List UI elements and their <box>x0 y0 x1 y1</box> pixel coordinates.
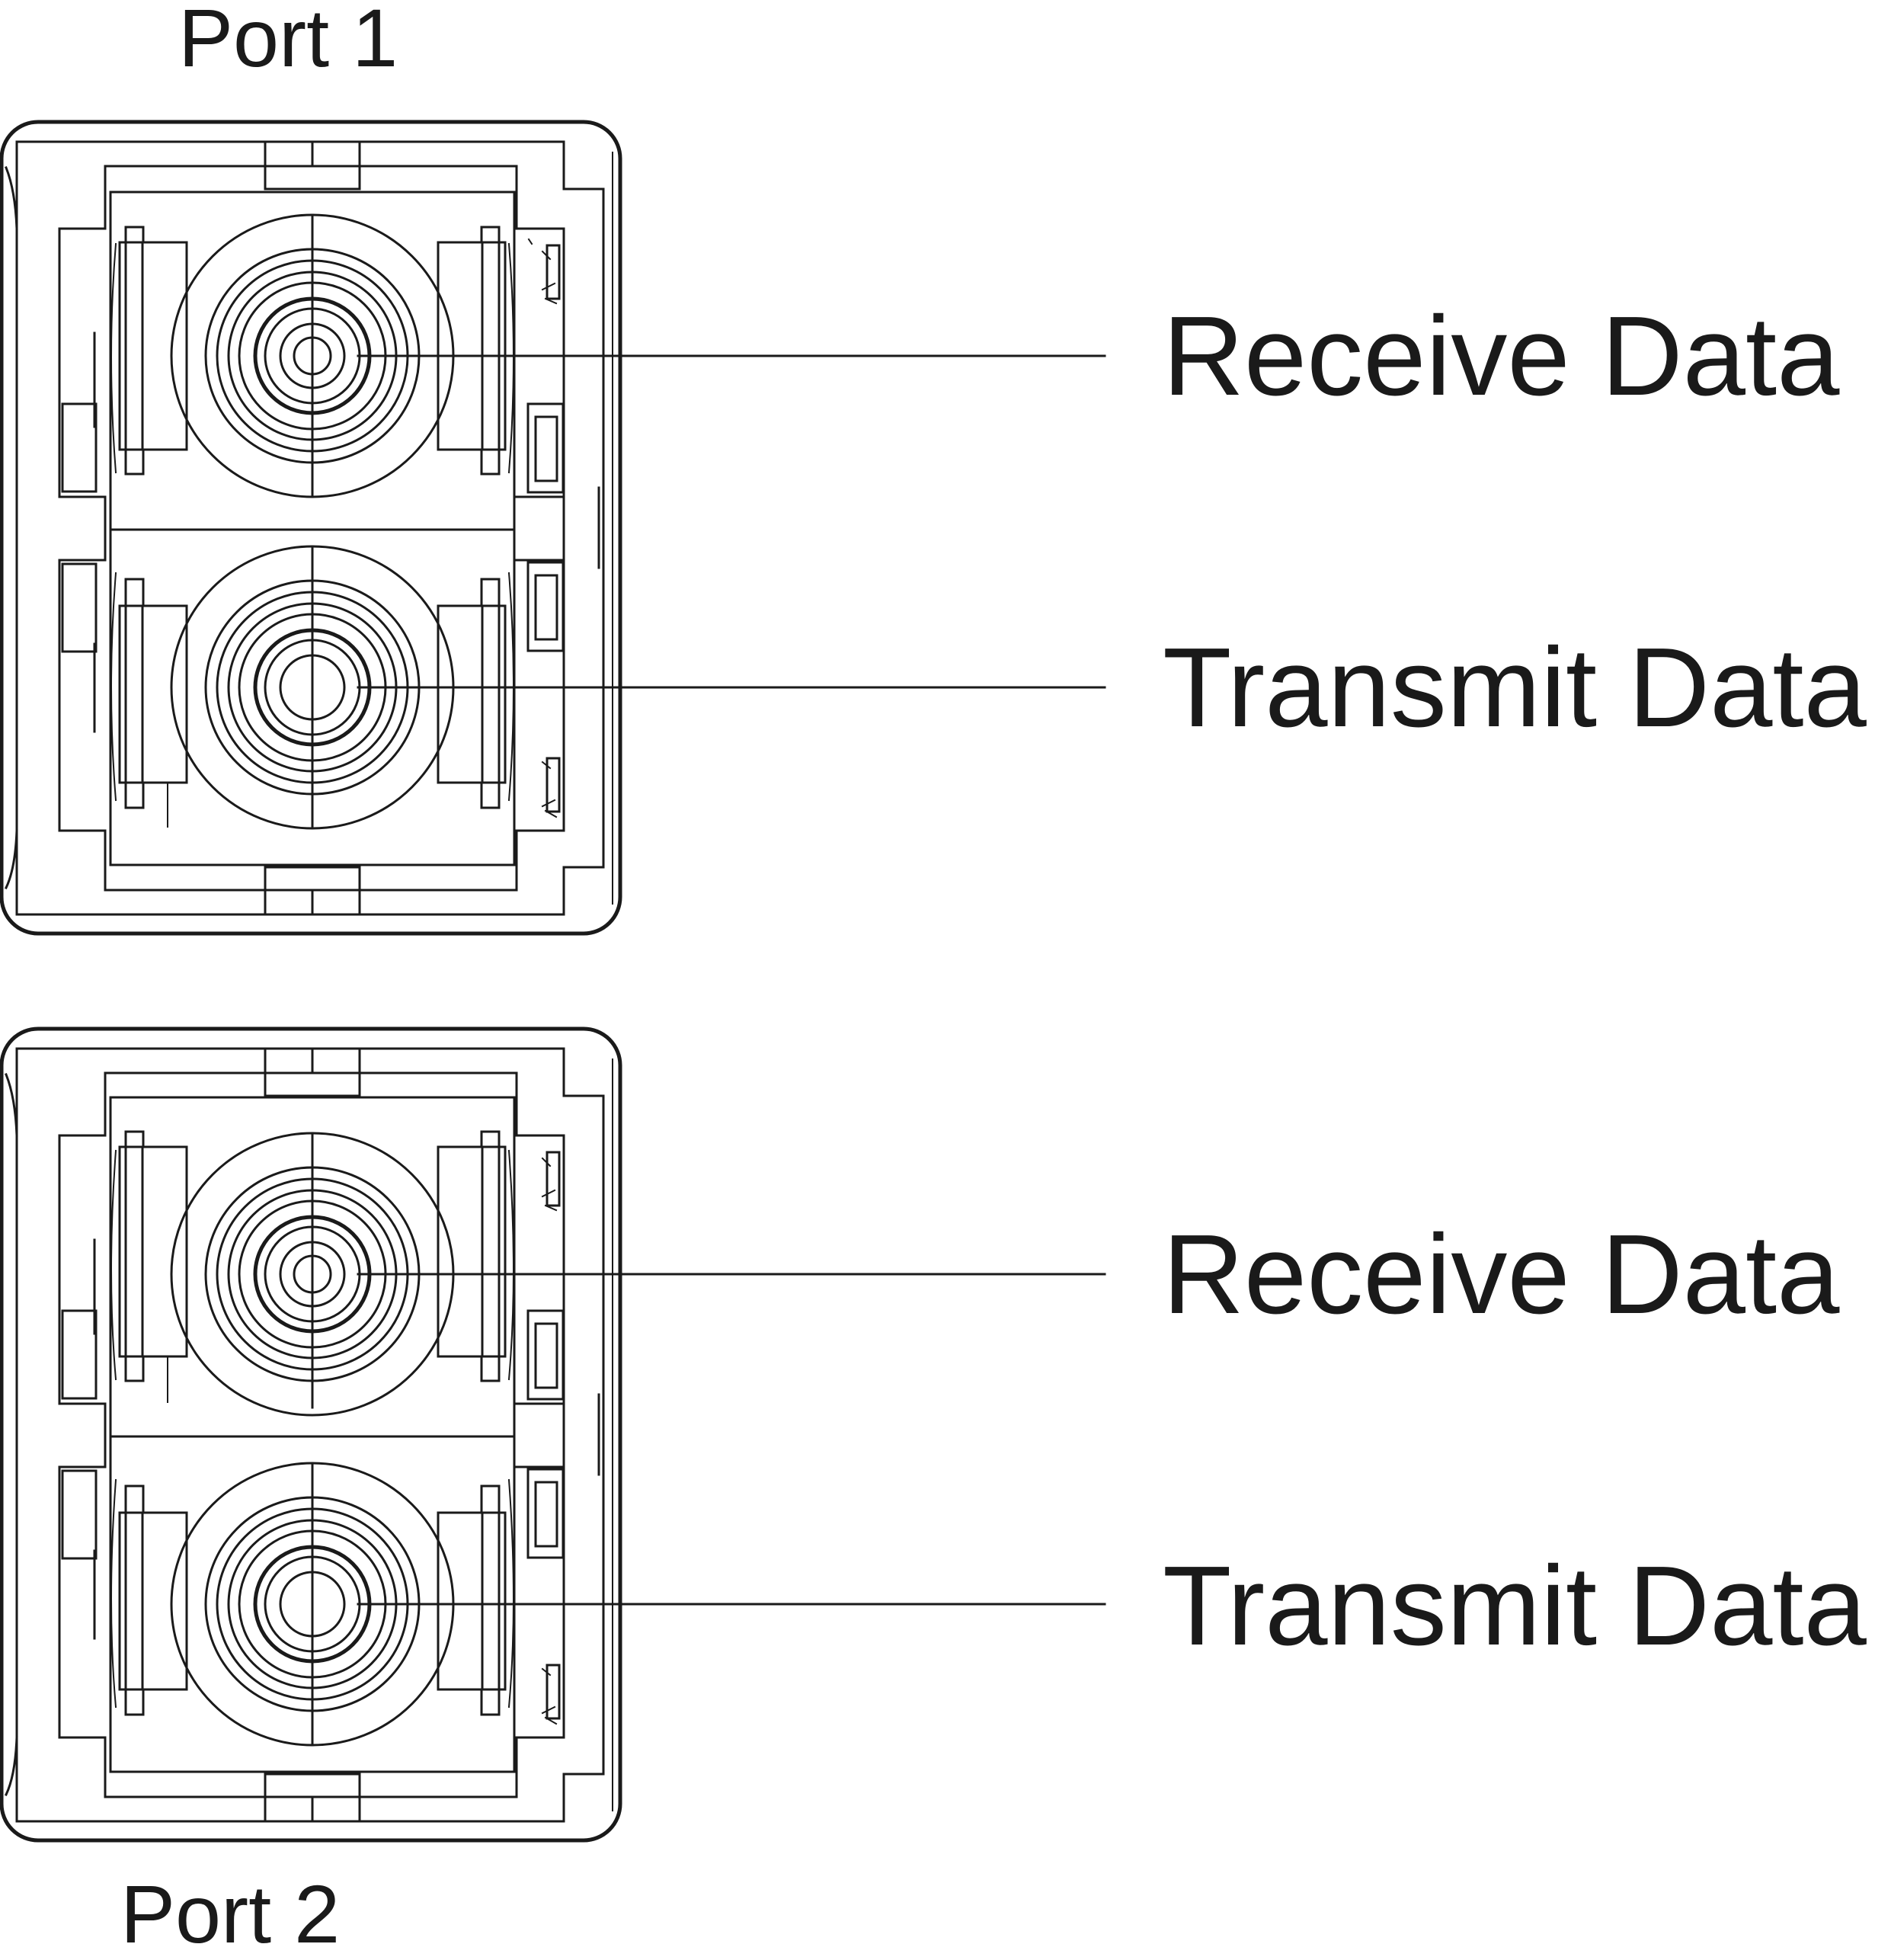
port-1-housing <box>0 120 622 936</box>
port-1-transmit-label: Transmit Data <box>1163 625 1867 751</box>
port-2-title: Port 2 <box>120 1868 341 1960</box>
port-2-housing <box>0 1026 622 1843</box>
port-2-transmit-label: Transmit Data <box>1163 1543 1867 1669</box>
port-2-receive-connector <box>109 1096 516 1438</box>
port-1-receive-label: Receive Data <box>1163 293 1840 419</box>
port-1-transmit-connector <box>109 528 516 866</box>
port-2-receive-label: Receive Data <box>1163 1212 1840 1337</box>
port-1-receive-connector <box>109 191 516 531</box>
port-1-title: Port 1 <box>178 0 398 84</box>
